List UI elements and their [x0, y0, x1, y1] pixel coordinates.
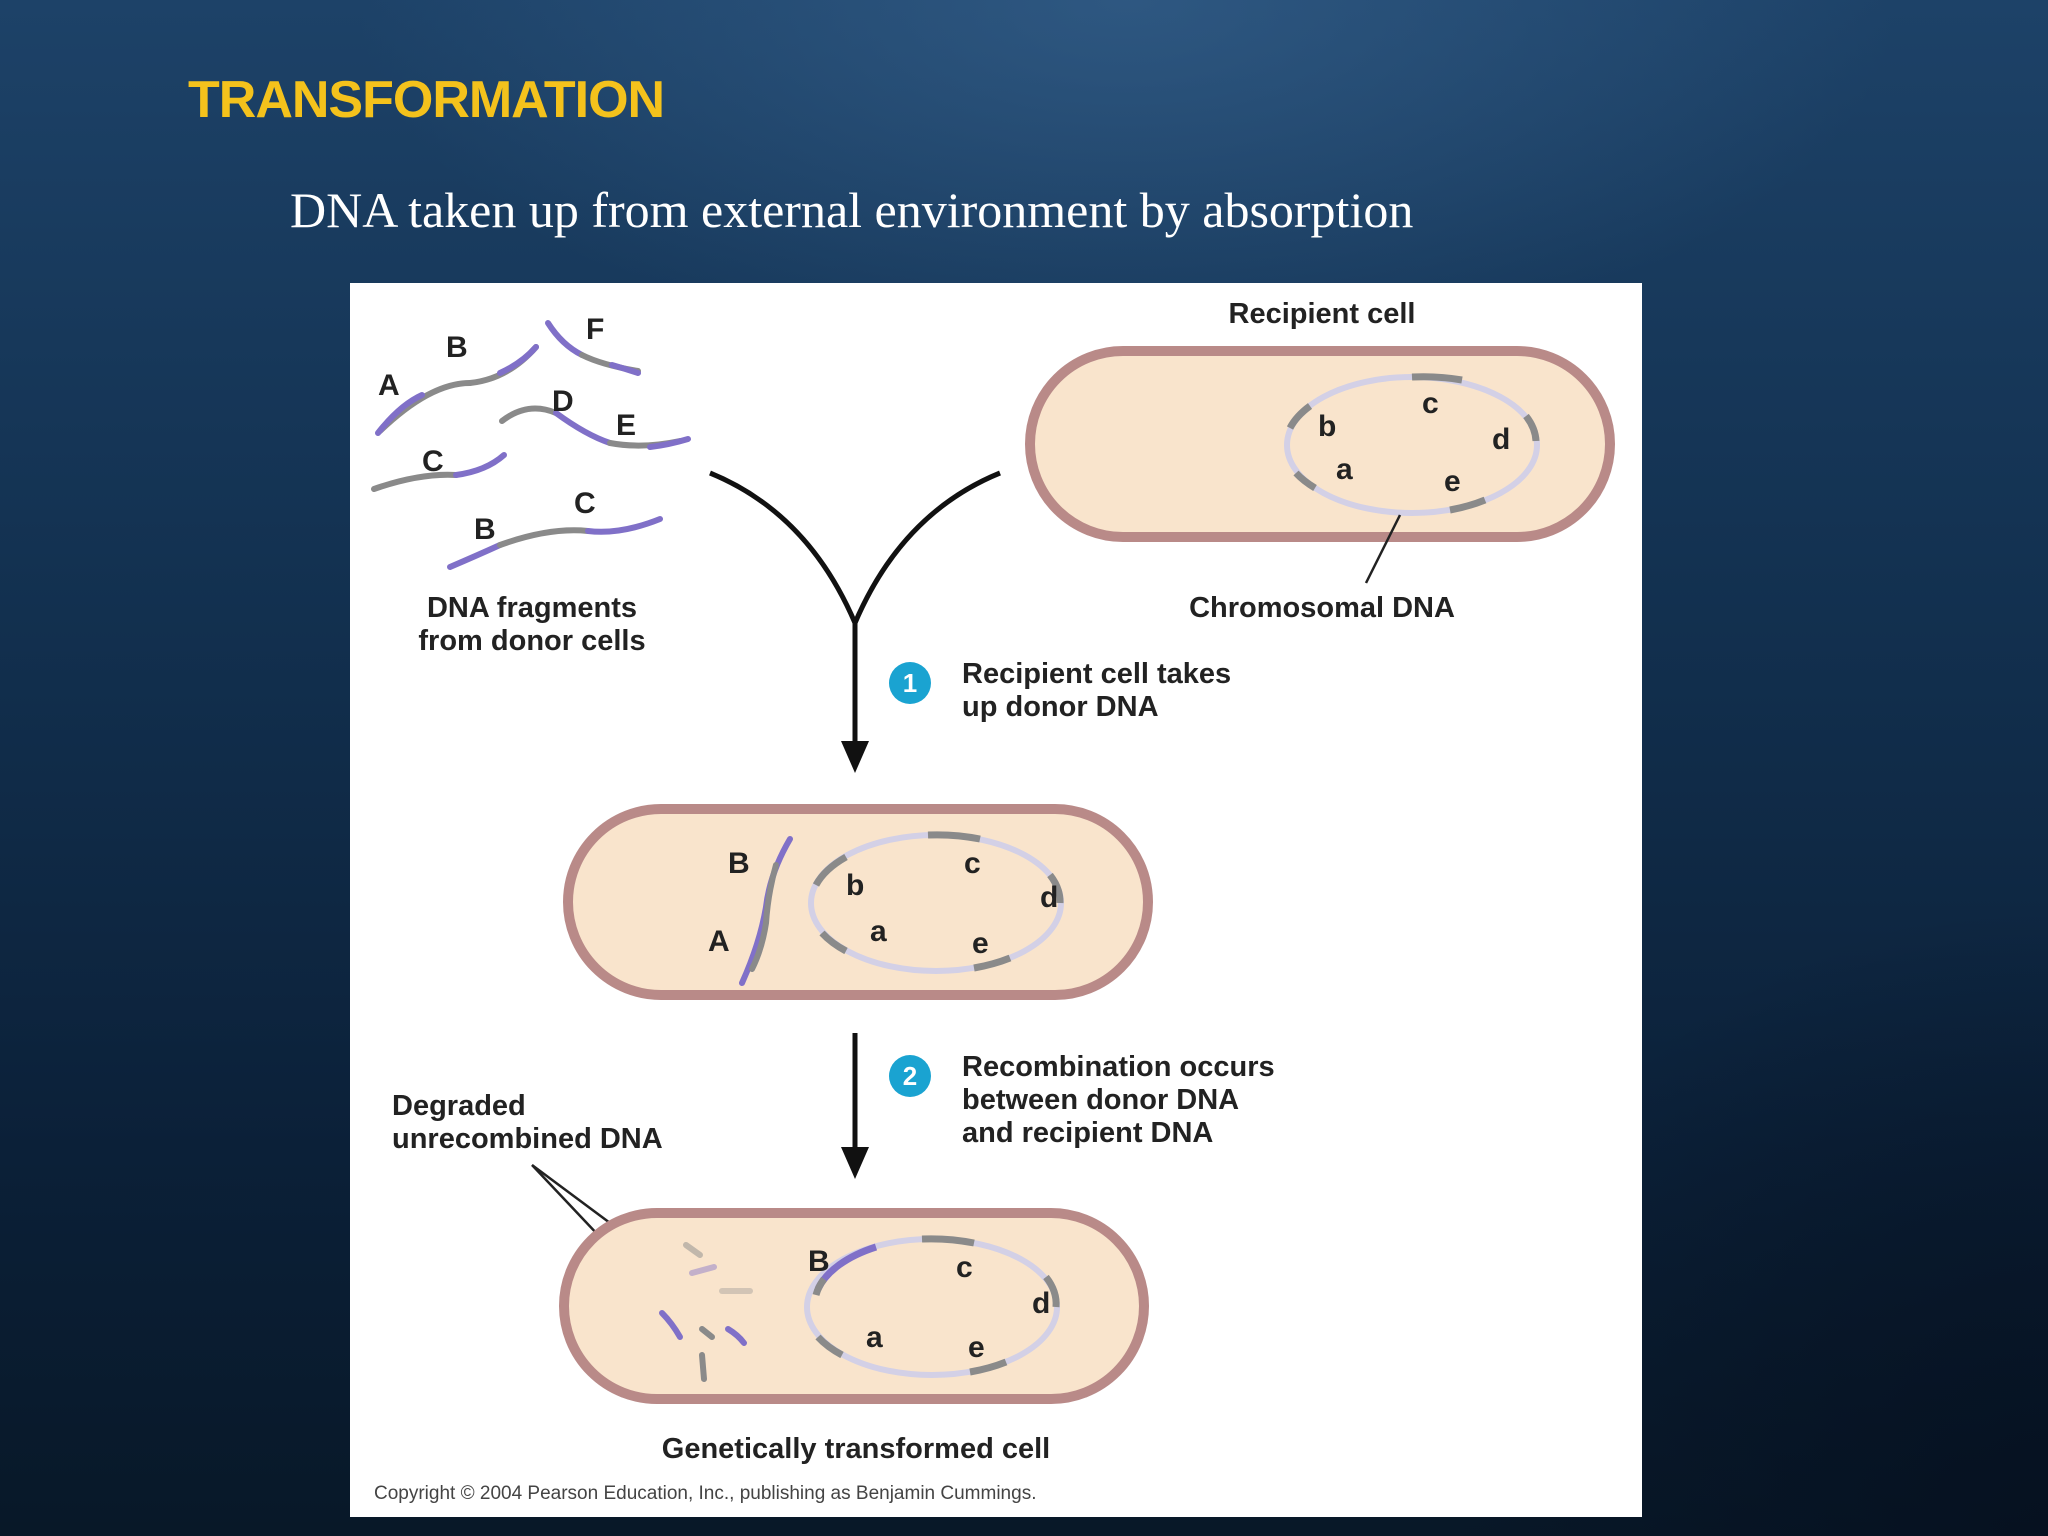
- recipient-cell-title: Recipient cell: [1229, 298, 1416, 330]
- copyright-notice: Copyright © 2004 Pearson Education, Inc.…: [374, 1483, 1036, 1504]
- gene-label: B: [808, 1245, 830, 1278]
- transformation-diagram: A B F D E C C B DNA fragments from donor…: [350, 283, 1642, 1517]
- step2-text: between donor DNA: [962, 1084, 1239, 1116]
- step1-text: up donor DNA: [962, 691, 1159, 723]
- gene-label: c: [964, 847, 981, 880]
- gene-label: b: [1318, 410, 1336, 443]
- donor-gene-label: B: [728, 847, 750, 880]
- step2-number: 2: [903, 1061, 917, 1091]
- gene-label: d: [1040, 881, 1058, 914]
- gene-label: d: [1492, 423, 1510, 456]
- step1-number: 1: [903, 668, 917, 698]
- transformed-cell-caption: Genetically transformed cell: [662, 1433, 1050, 1465]
- gene-label: b: [846, 869, 864, 902]
- fragment-label: B: [446, 331, 468, 364]
- gene-label: c: [956, 1251, 973, 1284]
- donor-fragments: A B F D E C C B DNA fragments from donor…: [371, 313, 691, 657]
- fragment-label: A: [378, 369, 400, 402]
- chromosomal-dna-caption: Chromosomal DNA: [1189, 592, 1455, 624]
- gene-label: a: [866, 1321, 883, 1354]
- step1: 1 Recipient cell takes up donor DNA: [889, 658, 1231, 723]
- gene-label: e: [1444, 465, 1461, 498]
- fragment-label: C: [574, 487, 596, 520]
- donor-fragments-caption: DNA fragments: [427, 592, 637, 624]
- step2: 2 Recombination occurs between donor DNA…: [889, 1051, 1275, 1149]
- degraded-caption: Degraded: [392, 1090, 526, 1122]
- gene-label: c: [1422, 387, 1439, 420]
- step1-badge: [889, 662, 931, 704]
- step1-text: Recipient cell takes: [962, 658, 1231, 690]
- step2-text: and recipient DNA: [962, 1117, 1213, 1149]
- fragment-label: D: [552, 385, 574, 418]
- fragment-label: B: [474, 513, 496, 546]
- donor-gene-label: A: [708, 925, 730, 958]
- cell-membrane: [563, 804, 1153, 1000]
- step1-arrow: [709, 470, 1001, 773]
- cell-membrane: [1025, 346, 1615, 542]
- fragment-label: C: [422, 445, 444, 478]
- gene-label: e: [968, 1331, 985, 1364]
- degraded-caption: unrecombined DNA: [392, 1123, 663, 1155]
- uptake-cell: B A b c d a e: [563, 804, 1153, 1000]
- gene-label: a: [870, 915, 887, 948]
- gene-label: a: [1336, 453, 1353, 486]
- recipient-cell: Recipient cell b c d a e Chromosomal DNA: [1025, 298, 1615, 624]
- transformed-cell: B c d a e Genetically transformed cell: [559, 1208, 1149, 1465]
- slide-subtitle: DNA taken up from external environment b…: [290, 182, 1414, 238]
- step2-text: Recombination occurs: [962, 1051, 1275, 1083]
- fragment-label: E: [616, 409, 636, 442]
- fragment-label: F: [586, 313, 604, 346]
- donor-fragments-caption: from donor cells: [418, 625, 645, 657]
- step2-arrow: [841, 1033, 869, 1179]
- step2-badge: [889, 1055, 931, 1097]
- gene-label: e: [972, 927, 989, 960]
- cell-membrane: [559, 1208, 1149, 1404]
- gene-label: d: [1032, 1287, 1050, 1320]
- slide-title: TRANSFORMATION: [188, 71, 665, 129]
